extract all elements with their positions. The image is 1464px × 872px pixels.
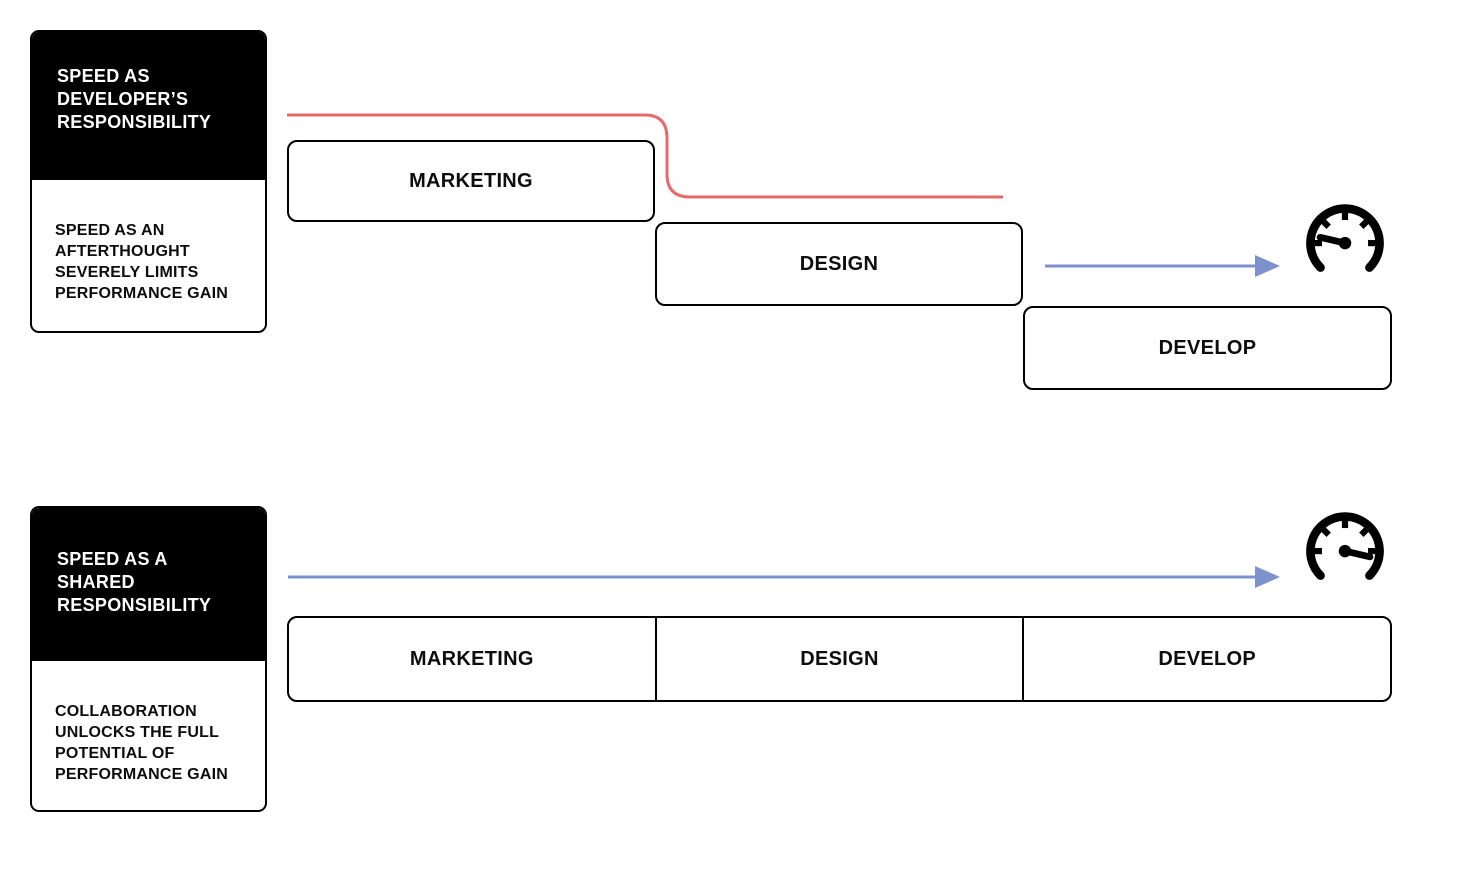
- stage-label-design: DESIGN: [799, 252, 879, 275]
- blue-arrow-head-bottom: [1255, 566, 1280, 588]
- bottom-flow-card-title: SPEED AS A SHARED RESPONSIBILITY: [57, 549, 212, 615]
- speedometer-icon: [1306, 512, 1384, 580]
- stage-box-design-waterfall: DESIGN: [655, 222, 1023, 306]
- stage-label-develop: DEVELOP: [1158, 336, 1257, 359]
- stage-box-develop-waterfall: DEVELOP: [1023, 306, 1392, 390]
- top-flow-card-description: SPEED AS AN AFTERTHOUGHT SEVERELY LIMITS…: [55, 222, 228, 302]
- stage-cell-design: DESIGN: [654, 618, 1023, 700]
- stage-box-marketing-waterfall: MARKETING: [287, 140, 655, 222]
- top-flow-card: SPEED AS DEVELOPER’S RESPONSIBILITY SPEE…: [30, 30, 267, 333]
- bottom-flow-card: SPEED AS A SHARED RESPONSIBILITY COLLABO…: [30, 506, 267, 812]
- stage-label-marketing: MARKETING: [409, 169, 533, 192]
- stage-row-shared: MARKETING DESIGN DEVELOP: [287, 616, 1392, 702]
- bottom-flow-card-header: SPEED AS A SHARED RESPONSIBILITY: [32, 508, 265, 661]
- top-flow-card-body: SPEED AS AN AFTERTHOUGHT SEVERELY LIMITS…: [32, 180, 265, 304]
- speedometer-icon: [1306, 204, 1384, 272]
- stage-label-develop: DEVELOP: [1158, 647, 1257, 670]
- top-flow-card-title: SPEED AS DEVELOPER’S RESPONSIBILITY: [57, 66, 212, 132]
- stage-cell-marketing: MARKETING: [289, 618, 655, 700]
- bottom-flow-card-description: COLLABORATION UNLOCKS THE FULL POTENTIAL…: [55, 703, 228, 783]
- stage-cell-develop: DEVELOP: [1022, 618, 1390, 700]
- blue-arrow-head-top: [1255, 255, 1280, 277]
- stage-label-design: DESIGN: [800, 647, 879, 670]
- top-flow-card-header: SPEED AS DEVELOPER’S RESPONSIBILITY: [32, 32, 265, 180]
- stage-label-marketing: MARKETING: [409, 647, 534, 670]
- bottom-flow-card-body: COLLABORATION UNLOCKS THE FULL POTENTIAL…: [32, 661, 265, 785]
